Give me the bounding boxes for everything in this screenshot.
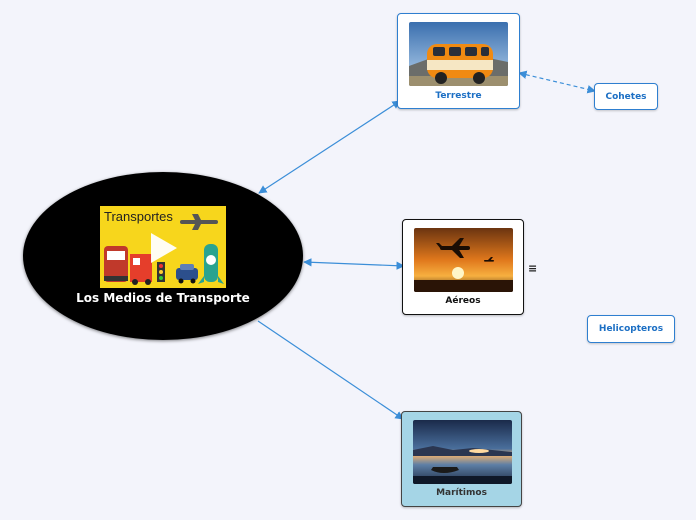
node-aereos-label: Aéreos	[445, 296, 481, 306]
thumbnail-caption: Transportes	[104, 209, 173, 224]
node-helicopteros[interactable]: Helicopteros	[587, 315, 675, 343]
transport-collage-image: Transportes	[100, 206, 226, 288]
connector-aereos	[303, 258, 405, 270]
central-topic-title: Los Medios de Transporte	[76, 291, 250, 305]
node-cohetes-label: Cohetes	[605, 91, 647, 102]
connector-terrestre	[258, 100, 401, 194]
fire-truck-icon	[130, 254, 152, 285]
node-helicopteros-label: Helicopteros	[598, 324, 664, 334]
node-maritimos[interactable]: Marítimos	[401, 411, 522, 507]
connector-cohetes	[518, 70, 596, 94]
play-icon[interactable]	[151, 233, 177, 263]
notes-icon[interactable]: ≡	[528, 262, 538, 275]
node-maritimos-label: Marítimos	[436, 488, 487, 498]
orange-van-photo	[409, 22, 508, 86]
train-icon	[104, 246, 128, 282]
car-icon	[176, 264, 198, 284]
node-aereos[interactable]: Aéreos	[402, 219, 524, 315]
node-terrestre[interactable]: Terrestre	[397, 13, 520, 109]
airplane-sunset-photo	[414, 228, 513, 292]
central-thumbnail[interactable]: Transportes	[100, 206, 226, 288]
traffic-light-icon	[157, 262, 165, 282]
connector-maritimos	[257, 320, 404, 420]
rocket-icon	[198, 244, 224, 284]
airplane-icon	[180, 214, 218, 230]
boat-lake-dusk-photo	[413, 420, 512, 484]
node-cohetes[interactable]: Cohetes	[594, 83, 658, 110]
node-terrestre-label: Terrestre	[435, 91, 482, 101]
